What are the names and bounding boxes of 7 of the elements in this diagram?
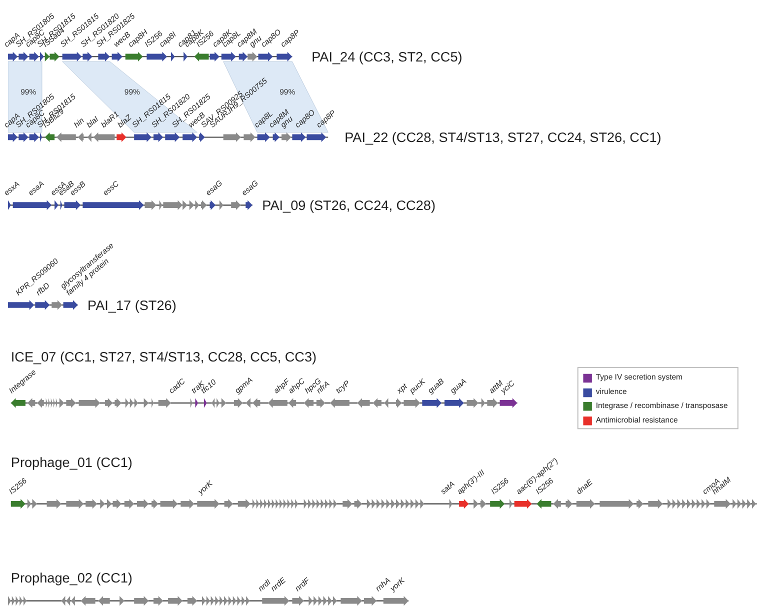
track-title: Prophage_02 (CC1): [10, 570, 132, 586]
track-title: PAI_09 (ST26, CC24, CC28): [262, 197, 436, 213]
track-title: PAI_22 (CC28, ST4/ST13, ST27, CC24, ST26, CC1): [344, 129, 662, 145]
track-title: ICE_07 (CC1, ST27, ST4/ST13, CC28, CC5, CC3): [10, 348, 317, 364]
track-title: Prophage_01 (CC1): [10, 454, 132, 470]
track-title: PAI_17 (ST26): [88, 297, 176, 313]
track-title: PAI_24 (CC3, ST2, CC5): [312, 48, 462, 64]
